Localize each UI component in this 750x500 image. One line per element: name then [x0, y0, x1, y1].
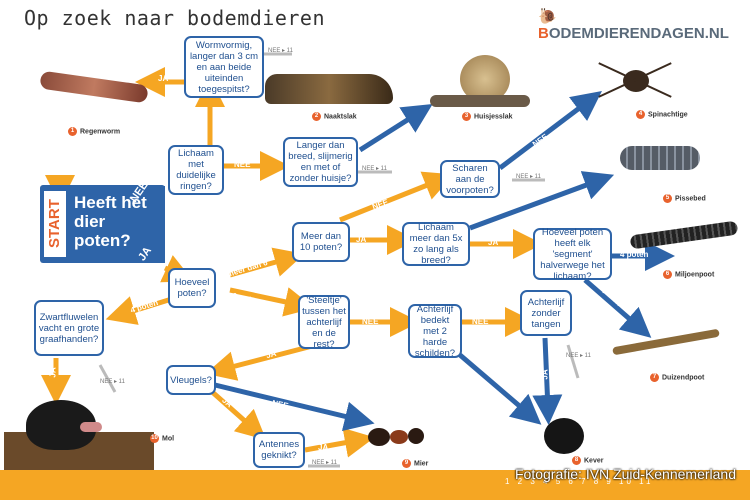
question-lichaam-5x: Lichaam meer dan 5x zo lang als breed? [402, 222, 470, 266]
question-scharen: Scharen aan de voorpoten? [440, 160, 500, 198]
edge-ja-worm: JA [158, 74, 169, 83]
earthworm-picture [39, 68, 150, 108]
question-lichaam-ringen: Lichaam met duidelijke ringen? [168, 145, 224, 195]
edge-ja-mol: JA [48, 367, 58, 378]
question-meer-10: Meer dan 10 poten? [292, 222, 350, 262]
millipede-picture [629, 220, 740, 250]
animal-number: 4 [636, 110, 645, 119]
animal-name: Miljoenpoot [675, 271, 715, 279]
question-zwartfluwelen: Zwartfluwelen vacht en grote graafhanden… [34, 300, 104, 356]
question-steeltje: 'Steeltje' tussen het achterlijf en de r… [298, 295, 350, 350]
animal-number: 7 [650, 373, 659, 382]
brand-prefix: B [538, 25, 549, 42]
animal-name: Duizendpoot [662, 374, 705, 382]
animal-name: Mier [414, 460, 429, 468]
edge-ja-5x: JA [488, 238, 499, 247]
brand-rest: ODEMDIERENDAGEN.NL [548, 25, 729, 42]
question-vleugels: Vleugels? [166, 365, 216, 395]
edge-ja-ringen: JA [200, 121, 210, 132]
woodlouse-picture [615, 140, 705, 176]
snail-picture [430, 55, 530, 110]
start-question: Heeft het dier poten? [74, 193, 147, 250]
animal-number: 10 [150, 434, 159, 443]
nee11-scharen: NEE ▸ 11 [516, 174, 541, 180]
animal-name: Pissebed [675, 195, 706, 203]
animal-number: 6 [663, 270, 672, 279]
question-achterlijf-schilden: Achterlijf bedekt met 2 harde schilden? [408, 304, 462, 359]
question-langer-breed: Langer dan breed, slijmerig en met of zo… [283, 137, 358, 187]
edge-4-poten-segment: 4 poten [620, 250, 649, 259]
nee11-zwart: NEE ▸ 11 [100, 379, 125, 385]
beetle-picture [528, 410, 598, 460]
photo-credit: Fotografie: IVN Zuid-Kennemerland [515, 466, 736, 482]
animal-number: 8 [572, 456, 581, 465]
animal-number: 9 [402, 459, 411, 468]
edge-nee-steeltje: NEE [362, 317, 379, 326]
animal-number: 2 [312, 112, 321, 121]
question-antennes: Antennes geknikt? [253, 432, 305, 468]
brand-logo: 🐌 BODEMDIERENDAGEN.NL [538, 7, 750, 42]
centipede-picture [612, 322, 722, 362]
mole-picture [4, 392, 154, 470]
animal-number: 3 [462, 112, 471, 121]
animal-name: Regenworm [80, 128, 121, 136]
slug-picture [265, 62, 395, 112]
question-wormvormig: Wormvormig, langer dan 3 cm en aan beide… [184, 36, 264, 98]
ant-picture [360, 410, 450, 460]
animal-name: Mol [162, 435, 175, 443]
animal-number: 1 [68, 127, 77, 136]
animal-name: Huisjesslak [474, 113, 513, 121]
animal-name: Kever [584, 457, 604, 465]
nee11-tangen: NEE ▸ 11 [566, 353, 591, 359]
edge-nee-ringen: NEE [234, 160, 251, 169]
edge-ja-tangen: JA [540, 369, 550, 380]
start-box: START Heeft het dier poten? [40, 185, 165, 263]
nee11-worm: NEE ▸ 11 [268, 48, 293, 54]
footer-bar [0, 470, 750, 500]
animal-number: 5 [663, 194, 672, 203]
question-hoeveel-segment: Hoeveel poten heeft elk 'segment' halver… [533, 227, 612, 282]
edge-nee-schilden: NEE [472, 317, 489, 326]
footer-timeline: 1 2 3 4 5 6 7 8 9 10 11 [505, 477, 654, 486]
question-hoeveel-poten: Hoeveel poten? [168, 268, 216, 308]
snail-logo-icon: 🐌 [538, 8, 557, 25]
page-title: Op zoek naar bodemdieren [24, 6, 325, 30]
question-achterlijf-tangen: Achterlijf zonder tangen [520, 290, 572, 336]
start-tag: START [44, 191, 66, 257]
animal-name: Naaktslak [324, 113, 357, 121]
spider-picture [595, 45, 675, 115]
nee11-langer: NEE ▸ 11 [362, 166, 387, 172]
animal-name: Spinachtige [648, 111, 688, 119]
edge-ja-meer10: JA [356, 235, 367, 244]
nee11-antennes: NEE ▸ 11 [312, 460, 337, 466]
edge-ja-antennes: JA [318, 443, 329, 452]
